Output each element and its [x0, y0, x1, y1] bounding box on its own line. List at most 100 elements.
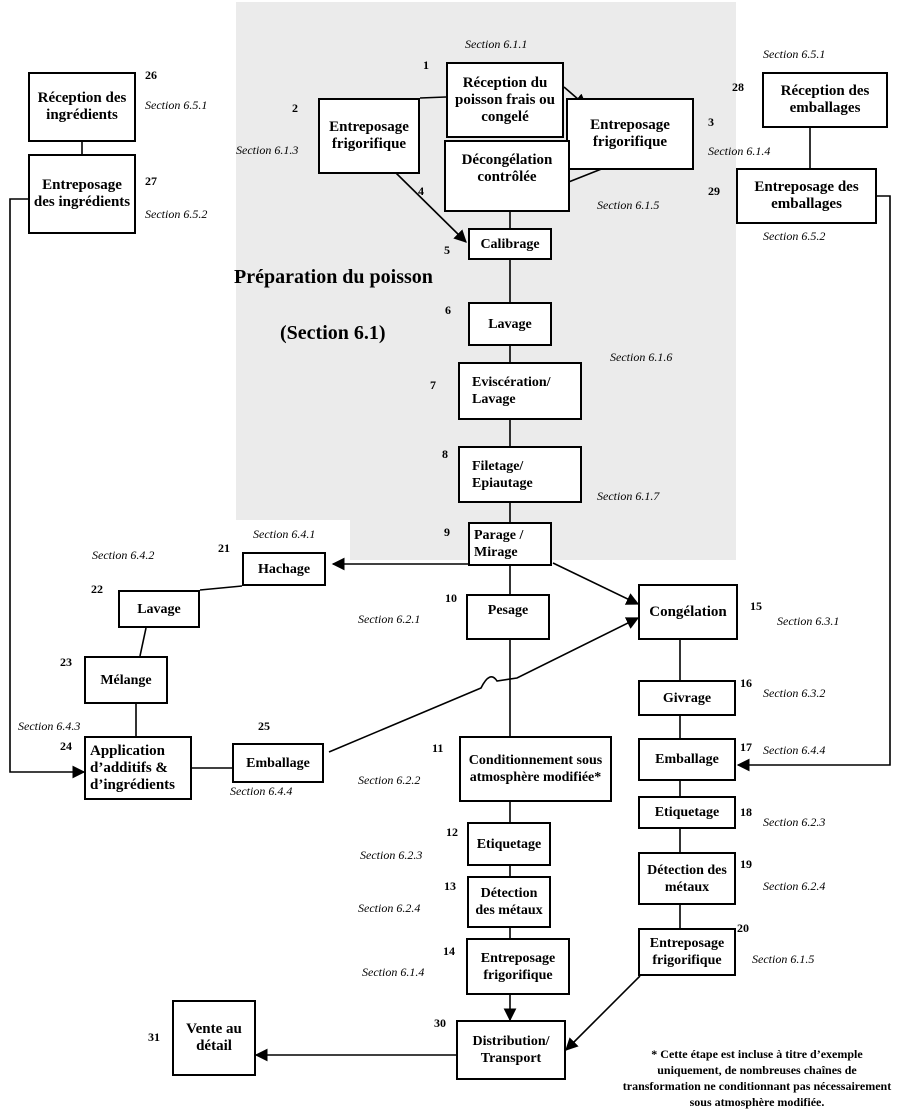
node-3-entreposage-frigorifique: Entreposage frigorifique [566, 98, 694, 170]
section-ref-19: Section 6.2.4 [763, 879, 826, 893]
step-number-11: 11 [432, 741, 444, 755]
node-10-label: Pesage [487, 603, 529, 618]
step-number-20: 20 [737, 921, 749, 935]
node-9-parage-mirage: Parage / Mirage [468, 522, 552, 566]
node-12-etiquetage: Etiquetage [467, 822, 551, 866]
step-number-31: 31 [148, 1030, 160, 1044]
node-16-label: Givrage [662, 690, 712, 706]
edge-25-15 [328, 617, 640, 753]
section-ref-20: Section 6.1.5 [752, 952, 815, 966]
node-9-label: Parage / Mirage [474, 528, 524, 560]
step-number-1: 1 [423, 58, 429, 72]
section-ref-27: Section 6.5.2 [145, 207, 208, 221]
section-ref-21: Section 6.4.1 [253, 527, 316, 541]
node-25-label: Emballage [246, 755, 310, 771]
node-31-label: Vente au détail [186, 1021, 242, 1054]
node-29-label: Entreposage des emballages [754, 179, 859, 212]
node-8-label: Filetage/ Epiautage [472, 458, 533, 491]
node-2-label: Entreposage frigorifique [329, 119, 409, 152]
edge-2-5 [395, 172, 467, 243]
edge-20-30 [565, 975, 641, 1051]
preparation-title: Préparation du poisson [234, 266, 433, 288]
step-number-18: 18 [740, 805, 752, 819]
footnote: * Cette étape est incluse à titre d’exem… [622, 1047, 892, 1109]
node-31-vente-detail: Vente au détail [172, 1000, 256, 1076]
step-number-15: 15 [750, 599, 762, 613]
node-14-entreposage-frigorifique: Entreposage frigorifique [466, 938, 570, 995]
step-number-21: 21 [218, 541, 230, 555]
section-ref-29: Section 6.5.2 [763, 229, 826, 243]
section-ref-3: Section 6.1.4 [708, 144, 771, 158]
section-ref-10: Section 6.2.1 [358, 612, 421, 626]
section-ref-1: Section 6.1.1 [465, 37, 528, 51]
node-7-evisceration: Eviscération/ Lavage [458, 362, 582, 420]
step-number-12: 12 [446, 825, 458, 839]
step-number-4: 4 [418, 184, 424, 198]
step-number-16: 16 [740, 676, 752, 690]
step-number-8: 8 [442, 447, 448, 461]
step-number-10: 10 [445, 591, 457, 605]
step-number-26: 26 [145, 68, 157, 82]
node-30-distribution-transport: Distribution/ Transport [456, 1020, 566, 1080]
node-22-lavage: Lavage [118, 590, 200, 628]
preparation-section-title: (Section 6.1) [280, 322, 386, 344]
step-number-2: 2 [292, 101, 298, 115]
node-16-givrage: Givrage [638, 680, 736, 716]
node-20-entreposage-frigorifique: Entreposage frigorifique [638, 928, 736, 976]
node-23-label: Mélange [100, 672, 152, 688]
section-ref-16: Section 6.3.2 [763, 686, 826, 700]
node-5-label: Calibrage [480, 236, 540, 252]
step-number-14: 14 [443, 944, 455, 958]
node-20-label: Entreposage frigorifique [649, 936, 725, 968]
node-30-label: Distribution/ Transport [472, 1034, 550, 1066]
node-25-emballage: Emballage [232, 743, 324, 783]
section-ref-6: Section 6.1.6 [610, 350, 673, 364]
edge-1-2 [419, 96, 447, 99]
node-27-entreposage-ingredients: Entreposage des ingrédients [28, 154, 136, 234]
node-13-label: Détection des métaux [475, 886, 543, 918]
node-3-label: Entreposage frigorifique [590, 117, 670, 150]
node-14-label: Entreposage frigorifique [480, 950, 556, 983]
step-number-25: 25 [258, 719, 270, 733]
node-8-filetage: Filetage/ Epiautage [458, 446, 582, 503]
section-ref-12: Section 6.2.3 [360, 848, 423, 862]
edge-22-23 [139, 627, 147, 657]
node-27-label: Entreposage des ingrédients [33, 177, 131, 210]
node-19-label: Détection des métaux [647, 862, 727, 895]
section-ref-11: Section 6.2.2 [358, 773, 421, 787]
node-6-label: Lavage [488, 316, 532, 332]
node-6-lavage: Lavage [468, 302, 552, 346]
node-10-pesage: Pesage [466, 594, 550, 640]
section-ref-14: Section 6.1.4 [362, 965, 425, 979]
node-17-emballage: Emballage [638, 738, 736, 781]
step-number-6: 6 [445, 303, 451, 317]
node-26-reception-ingredients: Réception des ingrédients [28, 72, 136, 142]
step-number-24: 24 [60, 739, 72, 753]
node-18-label: Etiquetage [654, 805, 720, 820]
edge-21-22 [199, 585, 243, 591]
node-13-detection-metaux: Détection des métaux [467, 876, 551, 928]
edge-27-24 [9, 198, 86, 779]
step-number-22: 22 [91, 582, 103, 596]
node-1-reception-poisson: Réception du poisson frais ou congelé [446, 62, 564, 138]
node-15-label: Congélation [649, 603, 727, 620]
node-7-label: Eviscération/ Lavage [472, 375, 551, 407]
section-ref-28: Section 6.5.1 [763, 47, 826, 61]
step-number-17: 17 [740, 740, 752, 754]
node-28-reception-emballages: Réception des emballages [762, 72, 888, 128]
node-26-label: Réception des ingrédients [37, 90, 127, 123]
step-number-19: 19 [740, 857, 752, 871]
node-17-label: Emballage [655, 752, 719, 767]
node-5-calibrage: Calibrage [468, 228, 552, 260]
node-11-conditionnement: Conditionnement sous atmosphère modifiée… [459, 736, 612, 802]
node-29-entreposage-emballages: Entreposage des emballages [736, 168, 877, 224]
section-ref-18: Section 6.2.3 [763, 815, 826, 829]
section-ref-25: Section 6.4.4 [230, 784, 293, 798]
step-number-13: 13 [444, 879, 456, 893]
section-ref-26: Section 6.5.1 [145, 98, 208, 112]
node-4-decongelation: Décongélation contrôlée [444, 140, 570, 212]
node-15-congelation: Congélation [638, 584, 738, 640]
node-4-label: Décongélation contrôlée [461, 152, 553, 185]
edge-9-15 [552, 562, 640, 605]
